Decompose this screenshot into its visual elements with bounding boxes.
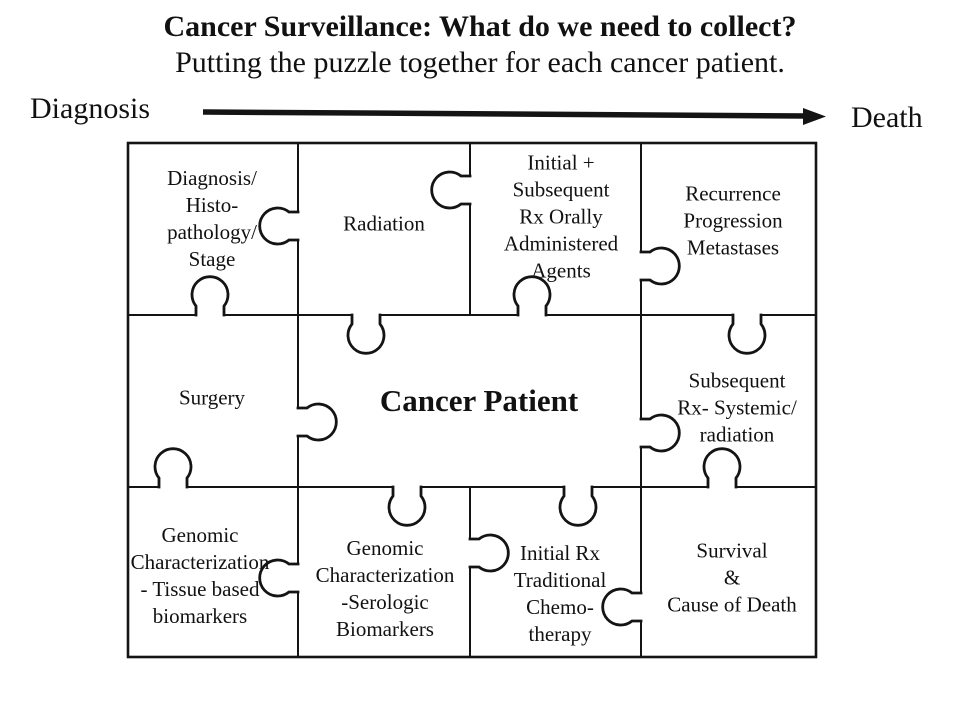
puzzle-piece-surgery: Surgery xyxy=(178,385,246,410)
puzzle-piece-diagnosis-histopathology-stage: Diagnosis/ Histo- pathology/ Stage xyxy=(167,166,257,271)
timeline-start-label: Diagnosis xyxy=(30,92,150,125)
puzzle-grid-lines xyxy=(128,143,816,657)
puzzle-piece-cancer-patient: Cancer Patient xyxy=(379,383,579,418)
puzzle-connectors xyxy=(153,170,767,627)
puzzle-piece-radiation: Radiation xyxy=(343,211,425,236)
puzzle-piece-recurrence-progression-metastases: Recurrence Progression Metastases xyxy=(683,181,783,260)
puzzle-piece-initial-subsequent-rx-orally-administered-agents: Initial + Subsequent Rx Orally Administe… xyxy=(503,150,619,283)
puzzle-piece-genomic-characterization-tissue-based-biomarkers: Genomic Characterization - Tissue based … xyxy=(130,523,270,628)
puzzle-border xyxy=(126,141,818,659)
timeline-arrow-icon xyxy=(202,108,826,125)
puzzle-piece-initial-rx-traditional-chemotherapy: Initial Rx Traditional Chemo- therapy xyxy=(513,541,607,646)
slide-title: Cancer Surveillance: What do we need to … xyxy=(163,10,797,43)
puzzle-piece-genomic-characterization-serologic-biomarkers: Genomic Characterization -Serologic Biom… xyxy=(315,536,455,641)
timeline-end-label: Death xyxy=(851,101,923,134)
puzzle-piece-subsequent-rx-systemic-radiation: Subsequent Rx- Systemic/ radiation xyxy=(677,368,797,447)
puzzle-piece-survival-cause-of-death: Survival & Cause of Death xyxy=(667,538,797,617)
slide-subtitle: Putting the puzzle together for each can… xyxy=(175,46,785,79)
